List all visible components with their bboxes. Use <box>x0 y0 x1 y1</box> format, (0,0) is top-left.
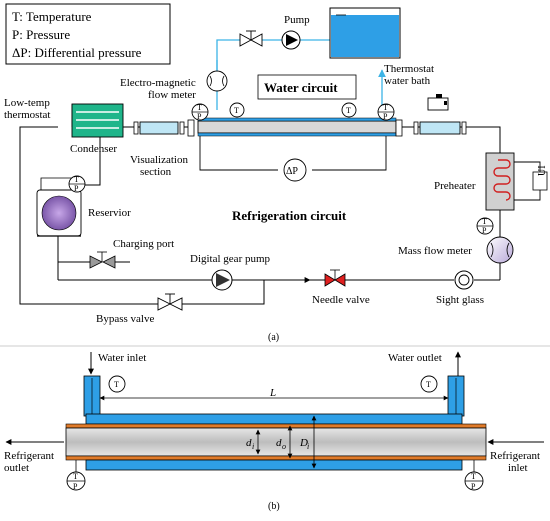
charging-port-label: Charging port <box>113 238 174 250</box>
dp-line <box>199 136 387 171</box>
condenser-label: Condenser <box>70 143 117 155</box>
visualization-section <box>133 121 467 135</box>
svg-text:P: P <box>471 482 476 491</box>
tp-sensor-ref-out: T P <box>66 460 86 491</box>
water-circuit-box: Water circuit <box>257 74 357 100</box>
svg-text:P: P <box>383 112 388 121</box>
reservior-label: Reservior <box>88 207 131 219</box>
reservoir <box>36 177 82 237</box>
tube-assembly <box>65 413 487 471</box>
water-outlet-label: Water outlet <box>388 352 442 364</box>
legend-pressure: P: Pressure <box>12 27 70 42</box>
svg-text:T: T <box>73 472 78 481</box>
refrigerant-outlet-label-2: outlet <box>4 462 29 474</box>
svg-text:T: T <box>426 380 431 389</box>
preheater-label: Preheater <box>434 180 476 192</box>
low-temp-label-2: thermostat <box>4 109 50 121</box>
mass-flow-meter-label: Mass flow meter <box>398 245 472 257</box>
svg-text:T: T <box>114 380 119 389</box>
Di-label: D <box>299 437 308 449</box>
charging-port-valve-icon <box>89 251 116 269</box>
mass-flow-meter-icon <box>486 236 514 264</box>
t-sensor-test-out: T <box>341 102 357 118</box>
thermostat-water-bath-label-2: water bath <box>384 75 431 87</box>
em-flow-meter-label-2: flow meter <box>148 89 196 101</box>
sight-glass-label: Sight glass <box>436 294 484 306</box>
test-section <box>187 117 403 137</box>
needle-valve-label: Needle valve <box>312 294 370 306</box>
water-circuit-label: Water circuit <box>264 80 338 95</box>
refrigeration-circuit-label: Refrigeration circuit <box>232 208 347 223</box>
camera-icon <box>427 94 449 111</box>
bypass-valve-icon <box>157 293 183 311</box>
dp-sensor: ΔP <box>283 158 307 182</box>
tp-sensor-ref-in: T P <box>464 460 484 491</box>
do-sub: o <box>282 442 286 451</box>
water-inlet-label: Water inlet <box>98 352 146 364</box>
em-flow-meter-label-1: Electro-magnetic <box>120 77 196 89</box>
condenser <box>71 103 124 138</box>
pump-icon <box>281 30 301 50</box>
t-sensor-water-in: T <box>108 375 126 393</box>
visualization-label-2: section <box>140 166 172 178</box>
tp-sensor-reservoir: T P <box>68 175 86 193</box>
refrigerant-outlet-label-1: Refrigerant <box>4 450 54 462</box>
svg-text:T: T <box>234 106 239 115</box>
thermostat-water-bath-label-1: Thermostat <box>384 63 434 75</box>
digital-gear-pump-icon <box>211 269 233 291</box>
Di-sub: i <box>307 442 309 451</box>
svg-text:P: P <box>197 112 202 121</box>
thermostat-water-bath <box>329 7 401 59</box>
do-label: d <box>276 437 282 449</box>
refrigerant-inlet-label-2: inlet <box>508 462 528 474</box>
legend-box: T: Temperature P: Pressure ΔP: Different… <box>5 3 171 65</box>
preheater: UI <box>485 152 548 211</box>
svg-text:P: P <box>482 226 487 235</box>
caption-b: (b) <box>268 501 280 512</box>
svg-text:T: T <box>346 106 351 115</box>
em-flow-meter-icon <box>206 70 228 92</box>
svg-text:T: T <box>383 103 388 112</box>
ui-label: UI <box>537 165 548 176</box>
diameter-dimensions <box>255 415 317 469</box>
visualization-label-1: Visualization <box>130 154 188 166</box>
svg-text:P: P <box>73 482 78 491</box>
svg-text:ΔP: ΔP <box>286 166 298 177</box>
water-valve-icon <box>239 30 263 47</box>
svg-text:T: T <box>74 175 79 184</box>
length-label: L <box>269 387 276 399</box>
tp-sensor-test-in: T P <box>191 103 209 121</box>
t-sensor-water-out: T <box>420 375 438 393</box>
bypass-valve-label: Bypass valve <box>96 313 154 325</box>
needle-valve-icon <box>324 269 346 287</box>
tp-sensor-test-out: T P <box>377 103 395 121</box>
digital-gear-pump-label: Digital gear pump <box>190 253 271 265</box>
refrigerant-inlet-label-1: Refrigerant <box>490 450 540 462</box>
low-temp-label-1: Low-temp <box>4 97 50 109</box>
caption-a: (a) <box>268 332 279 343</box>
tp-sensor-mass-flow: T P <box>476 217 494 235</box>
t-sensor-test-in: T <box>229 102 245 118</box>
di-label: d <box>246 437 252 449</box>
legend-differential-pressure: ΔP: Differential pressure <box>12 45 142 60</box>
svg-text:T: T <box>197 103 202 112</box>
svg-text:T: T <box>471 472 476 481</box>
sight-glass-icon <box>454 270 474 290</box>
svg-text:T: T <box>482 217 487 226</box>
pump-label: Pump <box>284 14 310 26</box>
di-sub: i <box>252 442 254 451</box>
svg-text:P: P <box>74 184 79 193</box>
legend-temperature: T: Temperature <box>12 9 92 24</box>
